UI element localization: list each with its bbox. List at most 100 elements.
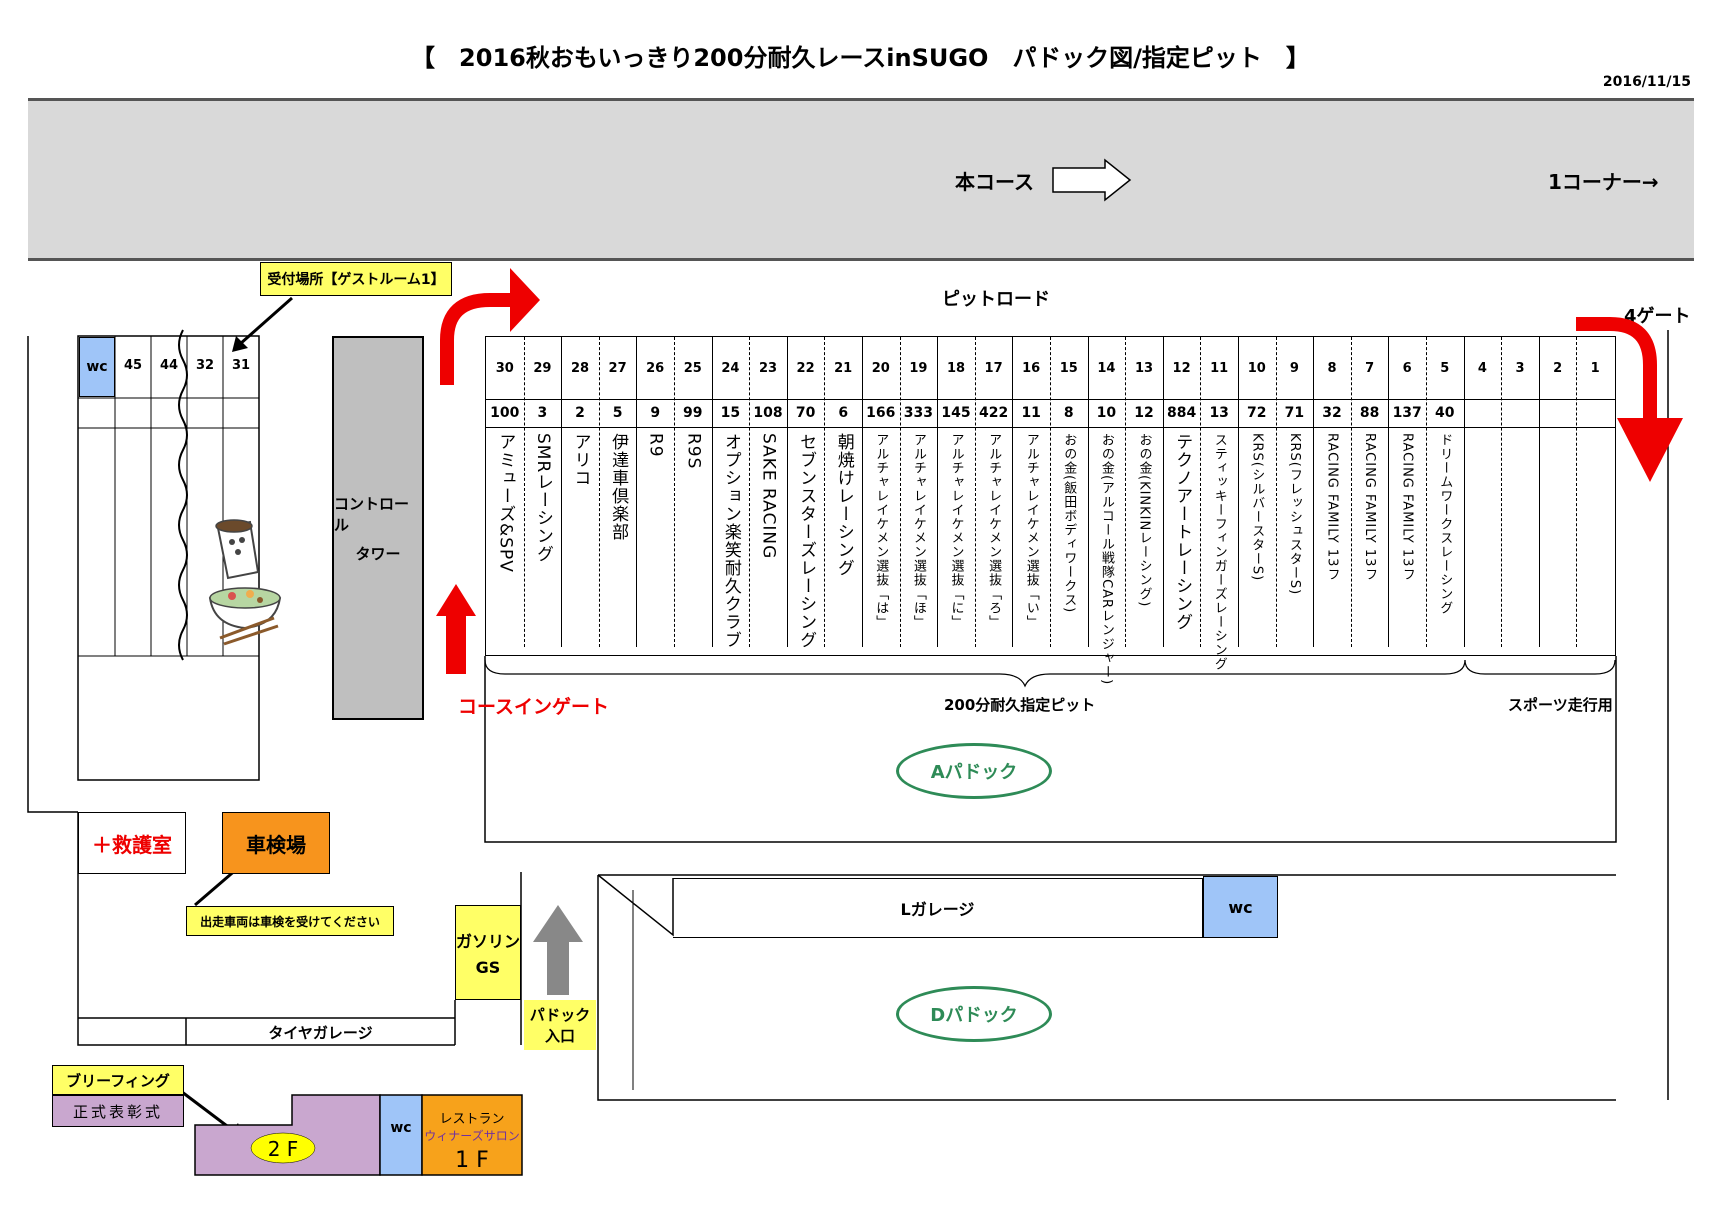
pit-divider bbox=[786, 337, 788, 647]
pit-number: 7 bbox=[1365, 360, 1375, 376]
pit-number: 3 bbox=[1515, 360, 1525, 376]
control-tower-line2: タワー bbox=[355, 544, 401, 563]
team-cell: SMRレーシング bbox=[524, 427, 562, 647]
team-cell: 朝焼けレーシング bbox=[824, 427, 862, 647]
pit-number: 13 bbox=[1134, 360, 1154, 376]
team-name: RACING FAMILY 13フ bbox=[1399, 433, 1415, 582]
pit-number: 11 bbox=[1210, 360, 1229, 376]
pit-number: 16 bbox=[1022, 360, 1041, 376]
team-cell: アルチャレイケメン選抜「は」 bbox=[862, 427, 900, 647]
wc-garage: wc bbox=[1203, 876, 1278, 938]
car-number bbox=[1576, 399, 1614, 427]
pit-divider bbox=[1350, 337, 1352, 647]
team-cell: アルチャレイケメン選抜「に」 bbox=[937, 427, 975, 647]
team-name: RACING FAMILY 13フ bbox=[1362, 433, 1378, 582]
team-cell: アリコ bbox=[561, 427, 599, 647]
team-cell: R9S bbox=[674, 427, 712, 647]
first-aid-room: ＋救護室 bbox=[78, 812, 186, 874]
car-number: 5 bbox=[612, 405, 623, 421]
pit-divider bbox=[749, 337, 751, 647]
pit-number: 10 bbox=[1247, 360, 1266, 376]
car-number: 70 bbox=[795, 405, 816, 421]
team-name: SAKE RACING bbox=[758, 433, 779, 560]
car-number: 15 bbox=[720, 405, 741, 421]
team-name: テクノアートレーシング bbox=[1172, 433, 1193, 631]
car-number: 137 bbox=[1392, 405, 1422, 421]
floor-1-label: 1 F bbox=[455, 1148, 489, 1173]
restaurant-line2: ウィナーズサロン bbox=[424, 1129, 520, 1143]
pit-divider bbox=[1426, 337, 1427, 647]
pit-number: 1 bbox=[1590, 360, 1600, 376]
team-cell: アルチャレイケメン選抜「い」 bbox=[1012, 427, 1050, 647]
team-cell: セブンスターズレーシング bbox=[787, 427, 825, 649]
pit-number: 19 bbox=[909, 360, 928, 376]
car-number: 32 bbox=[1322, 405, 1342, 421]
left-pit-32: 32 bbox=[195, 358, 215, 373]
car-number bbox=[1464, 399, 1502, 427]
team-cell: KRS(シルバースターS) bbox=[1238, 427, 1276, 647]
team-cell: R9 bbox=[636, 427, 674, 647]
pit-number: 24 bbox=[721, 360, 740, 376]
a-paddock: Aパドック bbox=[896, 743, 1052, 799]
left-pit-44: 44 bbox=[159, 358, 179, 373]
team-name: 朝焼けレーシング bbox=[833, 433, 854, 577]
team-name: RACING FAMILY 13フ bbox=[1324, 433, 1340, 582]
car-number: 11 bbox=[1021, 405, 1041, 421]
team-name: KRS(フレッシュスターS) bbox=[1286, 433, 1302, 596]
pit-number: 14 bbox=[1097, 360, 1116, 376]
team-cell: 伊達車倶楽部 bbox=[599, 427, 637, 647]
team-cell: おの金(飯田ボディワークス) bbox=[1050, 427, 1088, 647]
team-name: ドリームワークスレーシング bbox=[1437, 433, 1453, 615]
team-cell: アミューズ&SPV bbox=[486, 427, 524, 647]
car-number: 145 bbox=[941, 405, 971, 421]
team-name: SMRレーシング bbox=[532, 433, 553, 564]
team-cell bbox=[1464, 427, 1502, 647]
car-number bbox=[1501, 399, 1539, 427]
team-cell: ドリームワークスレーシング bbox=[1426, 427, 1464, 647]
car-number: 88 bbox=[1359, 405, 1380, 421]
endurance-pit-label: 200分耐久指定ピット bbox=[944, 696, 1096, 714]
car-number: 422 bbox=[978, 405, 1009, 421]
pit-divider bbox=[824, 337, 826, 647]
left-pit-45: 45 bbox=[123, 358, 143, 373]
team-cell: RACING FAMILY 13フ bbox=[1351, 427, 1389, 647]
inspection-note: 出走車両は車検を受けてください bbox=[186, 906, 394, 936]
car-number: 12 bbox=[1134, 405, 1154, 421]
pit-number: 8 bbox=[1327, 360, 1337, 376]
car-number: 71 bbox=[1284, 405, 1305, 421]
car-number: 8 bbox=[1063, 405, 1074, 421]
pit-divider bbox=[974, 337, 976, 647]
pit-divider bbox=[561, 337, 563, 647]
pit-divider bbox=[1388, 337, 1390, 647]
team-cell: RACING FAMILY 13フ bbox=[1388, 427, 1426, 647]
pit-divider bbox=[523, 337, 525, 647]
car-number: 99 bbox=[683, 405, 703, 421]
pit-divider bbox=[1538, 337, 1540, 647]
pit-number: 18 bbox=[946, 360, 966, 376]
car-number: 10 bbox=[1096, 405, 1117, 421]
team-name: アルチャレイケメン選抜「は」 bbox=[873, 433, 889, 629]
car-number: 100 bbox=[490, 405, 520, 421]
pit-divider bbox=[1313, 337, 1315, 647]
team-cell: オプション楽笑耐久クラブ bbox=[712, 427, 750, 649]
car-number: 40 bbox=[1435, 405, 1455, 421]
team-name: アルチャレイケメン選抜「い」 bbox=[1023, 433, 1039, 629]
pit-number: 30 bbox=[495, 360, 514, 376]
ceremony-label: 正式表彰式 bbox=[52, 1095, 184, 1127]
left-pit-31: 31 bbox=[231, 358, 251, 373]
gas-station-line2: GS bbox=[475, 958, 501, 977]
team-name: おの金(アルコール戦隊CARレンジャー) bbox=[1098, 433, 1114, 686]
car-number: 13 bbox=[1209, 405, 1229, 421]
pit-number: 17 bbox=[984, 360, 1003, 376]
pit-number: 28 bbox=[570, 360, 590, 376]
pit-number: 27 bbox=[608, 360, 627, 376]
wc-building: wc bbox=[390, 1120, 412, 1136]
team-cell: RACING FAMILY 13フ bbox=[1313, 427, 1351, 647]
team-name: アミューズ&SPV bbox=[495, 433, 516, 573]
team-name: スティッキーフィンガーズレーシング bbox=[1211, 433, 1227, 671]
pit-number: 22 bbox=[796, 360, 815, 376]
pit-divider bbox=[1012, 337, 1014, 647]
team-name: R9S bbox=[683, 433, 704, 470]
main-course-label: 本コース bbox=[955, 170, 1034, 194]
pit-divider bbox=[636, 337, 638, 647]
